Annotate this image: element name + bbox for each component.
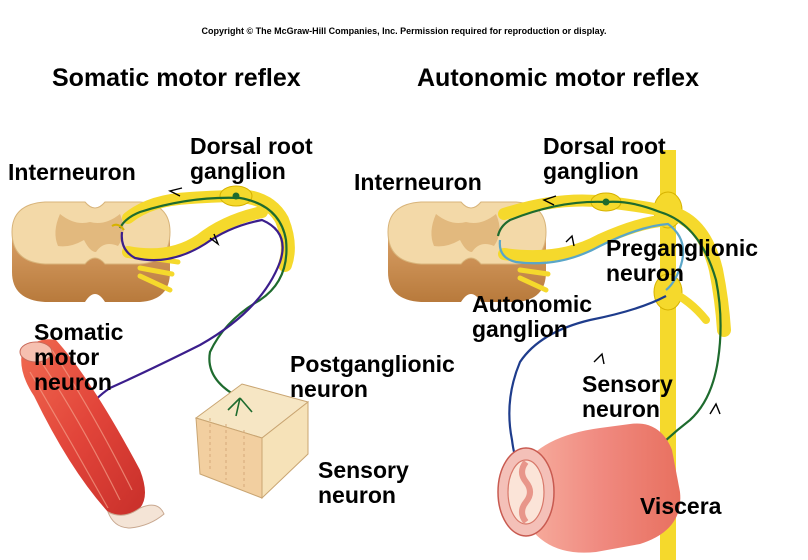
copyright-notice: Copyright © The McGraw-Hill Companies, I…: [201, 26, 607, 36]
label-interneuron-right: Interneuron: [354, 169, 482, 195]
label-dorsal-root-ganglion-left: Dorsal root ganglion: [190, 133, 313, 184]
label-sensory-neuron-right: Sensory neuron: [582, 371, 673, 422]
left-panel-title: Somatic motor reflex: [52, 64, 301, 92]
skeletal-muscle: [19, 339, 165, 529]
label-interneuron-left: Interneuron: [8, 159, 136, 185]
label-dorsal-root-ganglion-right: Dorsal root ganglion: [543, 133, 666, 184]
label-preganglionic-neuron: Preganglionic neuron: [606, 235, 759, 286]
label-postganglionic-neuron: Postganglionic neuron: [290, 351, 455, 402]
spinal-nerve-left: [122, 185, 295, 293]
label-autonomic-ganglion: Autonomic ganglion: [472, 291, 593, 342]
label-viscera: Viscera: [640, 493, 722, 519]
skin-tissue: [194, 383, 310, 500]
right-panel-title: Autonomic motor reflex: [417, 64, 699, 92]
label-somatic-motor-neuron: Somatic motor neuron: [34, 319, 124, 395]
viscera-tube: [497, 423, 681, 553]
label-sensory-neuron-left: Sensory neuron: [318, 457, 409, 508]
